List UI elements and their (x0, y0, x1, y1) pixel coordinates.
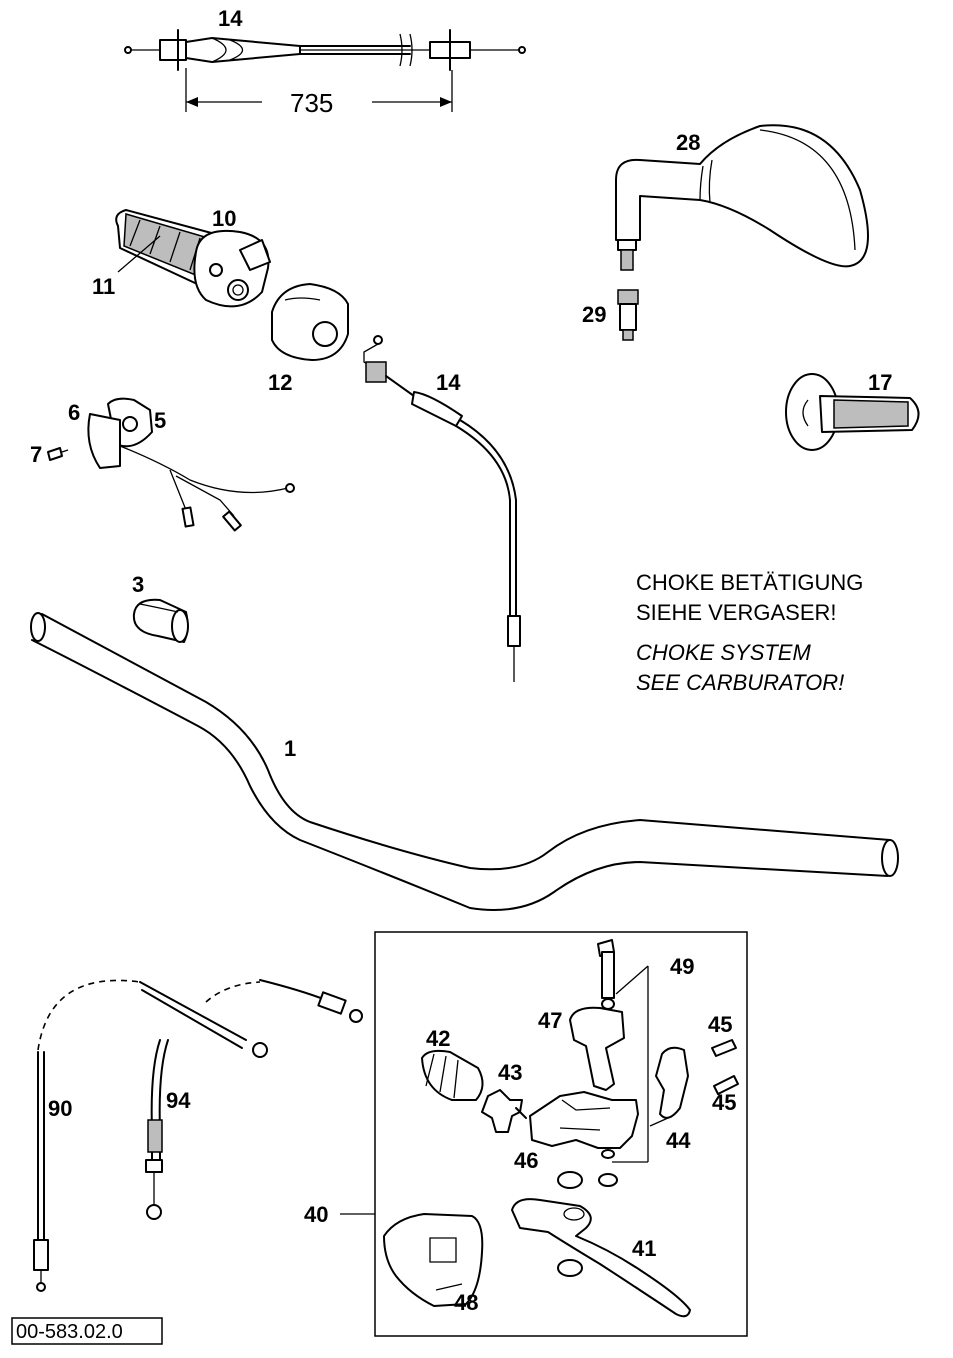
throttle-cable-top (124, 29, 526, 112)
note-line2-de: SIEHE VERGASER! (636, 600, 837, 625)
label-43: 43 (498, 1060, 522, 1085)
choke-cable (363, 335, 521, 682)
label-48: 48 (454, 1290, 478, 1315)
clutch-cables (33, 979, 363, 1292)
left-grip-icon (785, 373, 920, 451)
label-94: 94 (166, 1088, 191, 1113)
label-14-mid: 14 (436, 370, 461, 395)
throttle-cover-icon (271, 283, 349, 361)
label-17: 17 (868, 370, 892, 395)
label-29: 29 (582, 302, 606, 327)
label-14-top: 14 (218, 6, 243, 31)
label-1: 1 (284, 736, 296, 761)
label-11: 11 (92, 274, 115, 299)
kill-switch-icon (47, 397, 295, 532)
throttle-grip-icon (115, 209, 271, 308)
mirror-adapter-icon (617, 289, 639, 341)
label-28: 28 (676, 130, 700, 155)
note-line1-de: CHOKE BETÄTIGUNG (636, 570, 863, 595)
label-45-b: 45 (712, 1090, 736, 1115)
clutch-lever-assembly-icon (383, 939, 739, 1318)
drawing-code-box (11, 1317, 163, 1345)
label-49: 49 (670, 954, 694, 979)
label-47: 47 (538, 1008, 562, 1033)
label-3: 3 (132, 572, 144, 597)
label-10: 10 (212, 206, 236, 231)
label-41: 41 (632, 1236, 656, 1261)
clutch-assembly-box (374, 931, 748, 1337)
choke-note: CHOKE BETÄTIGUNG SIEHE VERGASER! CHOKE S… (636, 570, 863, 695)
label-7: 7 (30, 442, 42, 467)
label-90: 90 (48, 1096, 72, 1121)
bar-pad-icon (132, 598, 189, 643)
mirror-icon (615, 124, 869, 271)
label-12: 12 (268, 370, 292, 395)
label-40: 40 (304, 1202, 328, 1227)
label-46: 46 (514, 1148, 538, 1173)
label-6: 6 (68, 400, 80, 425)
note-line2-en: SEE CARBURATOR! (636, 670, 844, 695)
label-44: 44 (666, 1128, 691, 1153)
note-line1-en: CHOKE SYSTEM (636, 640, 811, 665)
dimension-735: 735 (290, 88, 333, 118)
label-5: 5 (154, 408, 166, 433)
label-42: 42 (426, 1026, 450, 1051)
label-45-a: 45 (708, 1012, 732, 1037)
handlebar-icon (30, 612, 899, 911)
drawing-code: 00-583.02.0 (16, 1321, 123, 1343)
